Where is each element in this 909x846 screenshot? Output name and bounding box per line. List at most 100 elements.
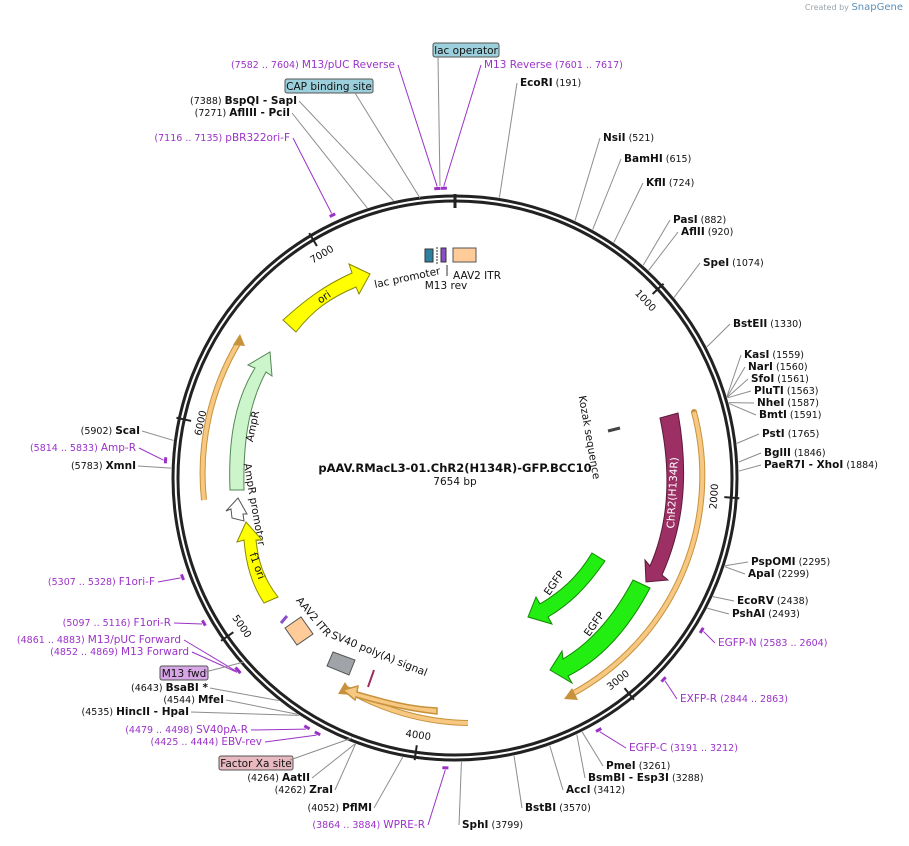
primer-exfp-r: EXFP-R (2844 .. 2863)	[680, 693, 788, 705]
site-line-afliii	[291, 112, 368, 209]
primer-line-ebv-rev	[264, 734, 317, 743]
tick-4000	[413, 745, 418, 761]
site-line-zrai	[334, 743, 356, 791]
site-line-kfli	[613, 182, 644, 243]
site-line-bglii	[738, 452, 762, 463]
tick-label-4000: 4000	[405, 729, 432, 743]
primer-line-pbr322ori-f	[292, 137, 333, 214]
site-line-aatii	[311, 743, 356, 779]
site-line-bsteii	[706, 323, 731, 348]
site-acci: AccI (3412)	[566, 784, 625, 796]
primer-wpre-r: (3864 .. 3884) WPRE-R	[312, 819, 425, 831]
site-sfoi: SfoI (1561)	[751, 373, 809, 385]
site-line-nari	[726, 366, 746, 398]
site-line-ecori	[498, 82, 518, 198]
site-ecorv: EcoRV (2438)	[737, 595, 808, 607]
site-scai: (5902) ScaI	[81, 425, 140, 437]
primer-line-wpre-r	[427, 769, 446, 826]
site-line-pasi	[642, 219, 671, 266]
primer-line-exfp-r	[664, 680, 678, 700]
primer-m13-fwd-p: (4852 .. 4869) M13 Forward	[50, 646, 189, 658]
feature-f1-ori-arrow	[236, 521, 279, 604]
site-line-bsabi	[209, 687, 279, 702]
site-line-acci	[549, 745, 564, 791]
site-sphi: SphI (3799)	[462, 819, 523, 831]
tick-2000	[724, 496, 740, 500]
site-line-bstbi	[513, 755, 523, 809]
feature-chr2-label: ChR2(H134R)	[665, 457, 681, 529]
site-line-pmei	[581, 731, 604, 767]
site-xmni: (5783) XmnI	[71, 460, 136, 472]
site-nsii: NsiI (521)	[603, 132, 654, 144]
primer-line-m13puc-rev	[397, 64, 438, 187]
orf-arcs	[199, 334, 706, 726]
site-kasi: KasI (1559)	[744, 349, 804, 361]
boxed-m13-fwd-box: M13 fwd	[162, 668, 207, 680]
site-pspomi: PspOMI (2295)	[751, 556, 830, 568]
factor-xa-line	[289, 737, 353, 761]
site-pshai: PshAI (2493)	[732, 608, 800, 620]
primer-pbr322ori-f: (7116 .. 7135) pBR322ori-F	[154, 132, 290, 144]
feature-egfp-inner-arrow	[527, 552, 606, 625]
boxed-factor-xa-bg	[218, 755, 294, 771]
site-line-bamhi	[592, 158, 622, 230]
primer-line-m13-fwd-p	[191, 651, 238, 673]
primer-line-m13-rev	[443, 64, 482, 187]
site-afliii: (7271) AflIII - PciI	[195, 107, 290, 119]
site-line-psti	[736, 433, 760, 444]
site-line-bspqi	[298, 100, 394, 202]
site-bspqi: (7388) BspQI - SapI	[190, 95, 297, 107]
primer-m13puc-fwd: (4861 .. 4883) M13/pUC Forward	[17, 634, 181, 646]
site-line-aflii	[648, 231, 679, 271]
site-line-paer7i	[738, 464, 762, 472]
site-spei: SpeI (1074)	[703, 257, 764, 269]
plasmid-name: pAAV.RMacL3-01.ChR2(H134R)-GFP.BCC10	[318, 461, 591, 475]
site-bsabi: (4643) BsaBI *	[131, 682, 209, 694]
site-line-pspomi	[725, 561, 749, 567]
site-pluti: PluTI (1563)	[754, 385, 818, 397]
primer-mark-egfp-n	[698, 627, 705, 634]
site-line-pflmi	[373, 756, 404, 809]
site-pasi: PasI (882)	[673, 214, 726, 226]
site-pmei: PmeI (3261)	[606, 760, 670, 772]
site-line-kasi	[726, 354, 742, 397]
primer-line-egfp-n	[703, 631, 716, 644]
tick-label-2000: 2000	[708, 483, 721, 509]
tick-1000	[651, 283, 665, 295]
primer-line-egfp-c	[599, 731, 627, 749]
site-line-sfoi	[726, 378, 749, 398]
site-line-spei	[673, 262, 701, 298]
feature-aav2-itr-bottom-box	[284, 616, 314, 646]
site-kfli: KflI (724)	[646, 177, 694, 189]
site-line-hincii	[190, 711, 300, 716]
boxed-lac-operator-bg	[432, 42, 500, 58]
primer-amp-r: (5814 .. 5833) Amp-R	[30, 442, 136, 454]
site-pflmi: (4052) PflMI	[308, 802, 372, 814]
feature-aav2-itr-top-label: AAV2 ITR	[453, 270, 501, 282]
site-mfei: (4544) MfeI	[163, 694, 224, 706]
feature-ampr-arrow	[229, 351, 273, 491]
primer-mark-ebv-rev	[314, 730, 321, 737]
site-line-pshai	[707, 607, 730, 615]
site-paer7i: PaeR7I - XhoI (1884)	[764, 459, 878, 471]
feature-aav2-itr-top-box	[452, 247, 477, 263]
primer-sv40pa-r: (4479 .. 4498) SV40pA-R	[125, 724, 248, 736]
primer-mark-sv40pa-r	[303, 724, 311, 731]
feature-egfp-outer-arrow	[549, 579, 651, 685]
site-bmti: BmtI (1591)	[759, 409, 821, 421]
primer-m13puc-rev: (7582 .. 7604) M13/pUC Reverse	[231, 59, 395, 71]
feature-ori-arrow	[282, 263, 371, 333]
primer-f1ori-f: (5307 .. 5328) F1ori-F	[48, 576, 155, 588]
site-line-nsii	[574, 137, 601, 221]
site-bsmbi: BsmBI - Esp3I (3288)	[588, 772, 704, 784]
plasmid-size: 7654 bp	[433, 476, 477, 488]
snapgene-credit: Created by SnapGene	[804, 2, 903, 13]
primer-m13-rev: M13 Reverse (7601 .. 7617)	[484, 59, 623, 71]
site-aatii: (4264) AatII	[247, 772, 310, 784]
tick-3000	[623, 687, 635, 701]
primer-mark-egfp-c	[595, 727, 603, 733]
feature-sv40-polya-box	[326, 651, 356, 676]
feature-chr2-arrow	[644, 412, 685, 583]
site-nari: NarI (1560)	[748, 361, 808, 373]
primer-f1ori-r: (5097 .. 5116) F1ori-R	[63, 617, 171, 629]
